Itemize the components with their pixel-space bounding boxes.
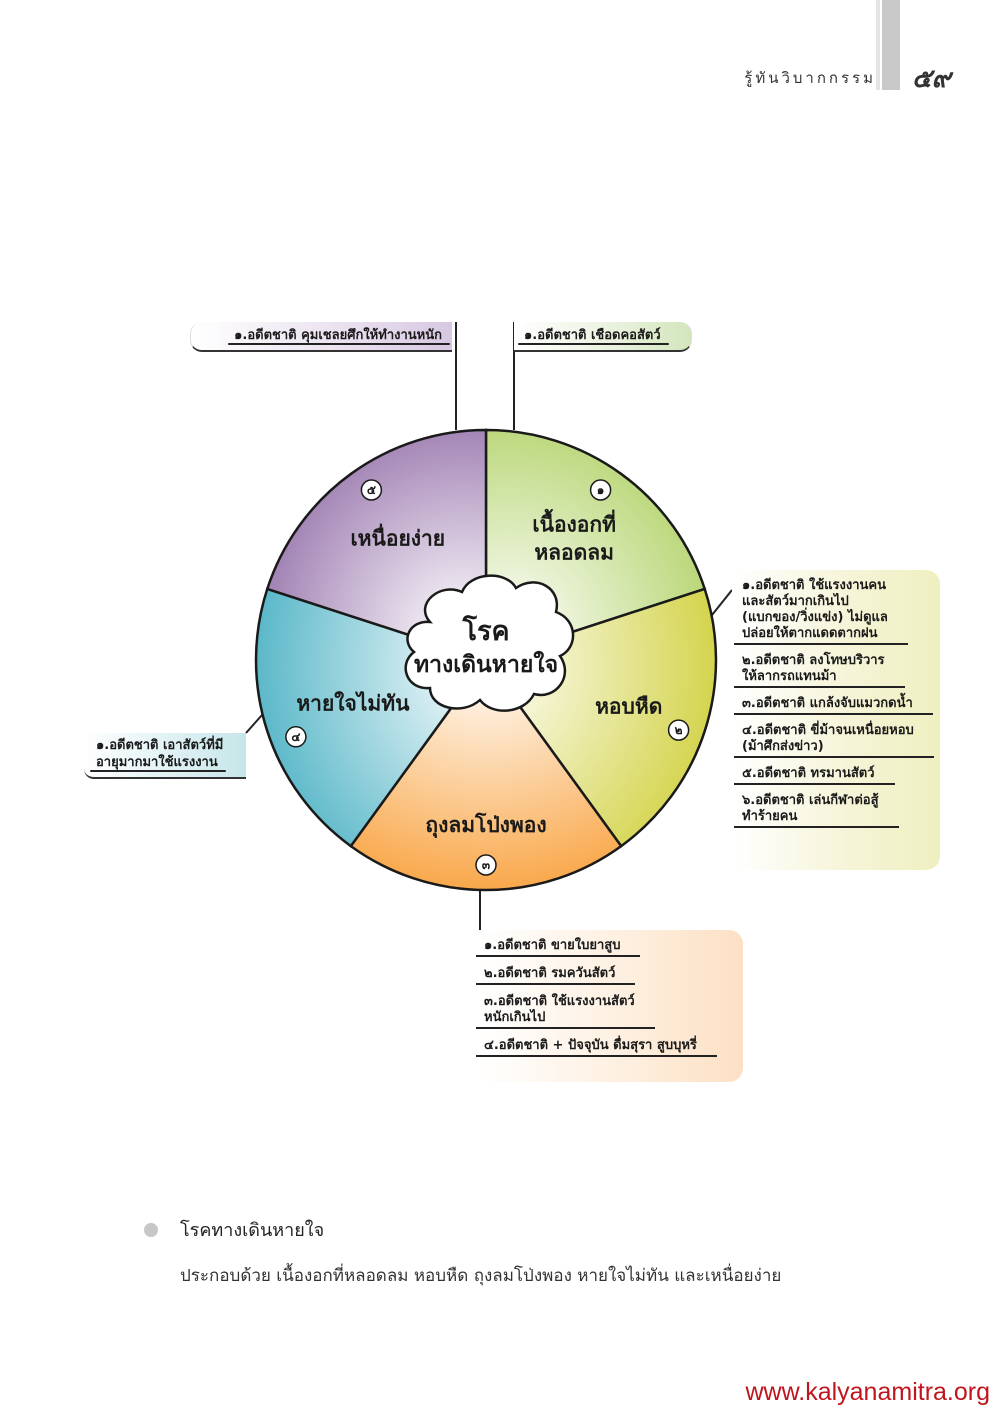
- center-title-line1: โรค: [461, 614, 509, 647]
- segment-number-badge-2: [667, 719, 690, 741]
- center-cloud: โรค ทางเดินหายใจ: [404, 574, 575, 712]
- segment-number-1: ๑: [597, 483, 605, 497]
- asthma-cause-item-text: ๔.อดีตชาติ ขี่ม้าจนเหนื่อยหอบ (ม้าศึกส่ง…: [734, 723, 934, 758]
- asthma-cause-item-text: ๓.อดีตชาติ แกล้งจับแมวกดน้ำ: [734, 696, 933, 715]
- header-accent-bar-light: [876, 0, 880, 90]
- callout-left: ๑.อดีตชาติ เอาสัตว์ที่มี อายุมากมาใช้แรง…: [84, 733, 246, 779]
- asthma-cause-item-text: ๖.อดีตชาติ เล่นกีฬาต่อสู้ ทำร้ายคน: [734, 793, 898, 828]
- segment-number-4: ๔: [291, 730, 300, 744]
- segment-label-4-line-1: หายใจไม่ทัน: [296, 690, 410, 715]
- section-heading: โรคทางเดินหายใจ: [180, 1220, 325, 1241]
- emphysema-cause-item: ๓.อดีตชาติ ใช้แรงงานสัตว์ หนักเกินไป: [476, 994, 735, 1029]
- segment-label-3-line-1: ถุงลมโป่งพอง: [425, 812, 546, 839]
- asthma-cause-item-text: ๒.อดีตชาติ ลงโทษบริวาร ให้ลากรถแทนม้า: [734, 653, 905, 688]
- segment-label-2-line-1: หอบหืด: [595, 694, 662, 718]
- section-bullet-icon: [144, 1223, 158, 1237]
- asthma-cause-item: ๖.อดีตชาติ เล่นกีฬาต่อสู้ ทำร้ายคน: [734, 793, 932, 828]
- asthma-cause-item: ๑.อดีตชาติ ใช้แรงงานคน และสัตว์มากเกินไป…: [734, 578, 932, 645]
- page-number: ๕๙: [912, 64, 951, 94]
- asthma-cause-item: ๔.อดีตชาติ ขี่ม้าจนเหนื่อยหอบ (ม้าศึกส่ง…: [734, 723, 934, 758]
- segment-number-badge-1: [589, 479, 612, 501]
- asthma-cause-item: ๕.อดีตชาติ ทรมานสัตว์: [734, 766, 932, 785]
- emphysema-cause-item-text: ๔.อดีตชาติ + ปัจจุบัน ดื่มสุรา สูบบุหรี่: [476, 1038, 717, 1057]
- emphysema-cause-item-text: ๒.อดีตชาติ รมควันสัตว์: [475, 966, 636, 985]
- running-header-title: รู้ทันวิบากกรรม: [744, 69, 876, 87]
- emphysema-cause-item: ๒.อดีตชาติ รมควันสัตว์: [475, 966, 735, 985]
- emphysema-cause-item-text: ๑.อดีตชาติ ขายใบยาสูบ: [475, 938, 642, 957]
- callout-top-left: ๑.อดีตชาติ คุมเชลยศึกให้ทำงานหนัก: [190, 322, 452, 352]
- callout-bottom: ๑.อดีตชาติ ขายใบยาสูบ๒.อดีตชาติ รมควันสั…: [475, 930, 743, 1082]
- segment-number-3: ๓: [482, 858, 490, 872]
- emphysema-cause-item: ๑.อดีตชาติ ขายใบยาสูบ: [475, 938, 735, 957]
- center-title-line2: ทางเดินหายใจ: [414, 650, 558, 678]
- asthma-cause-item-text: ๑.อดีตชาติ ใช้แรงงานคน และสัตว์มากเกินไป…: [734, 578, 908, 645]
- segment-number-5: ๕: [367, 483, 376, 497]
- connector-left: [245, 714, 263, 734]
- segment-number-2: ๒: [675, 723, 683, 737]
- segment-label-1-line-1: เนื้องอกที่: [532, 509, 616, 537]
- emphysema-cause-item: ๔.อดีตชาติ + ปัจจุบัน ดื่มสุรา สูบบุหรี่: [476, 1038, 735, 1057]
- segment-number-badge-4: [285, 726, 307, 748]
- callout-left-text: ๑.อดีตชาติ เอาสัตว์ที่มี อายุมากมาใช้แรง…: [96, 738, 224, 770]
- callout-top-right: ๑.อดีตชาติ เชือดคอสัตว์: [514, 322, 692, 352]
- asthma-cause-item: ๓.อดีตชาติ แกล้งจับแมวกดน้ำ: [734, 696, 933, 715]
- segment-number-badge-5: [360, 479, 383, 501]
- pie-segment-3: [349, 657, 623, 892]
- callout-top-left-text: ๑.อดีตชาติ คุมเชลยศึกให้ทำงานหนัก: [234, 328, 442, 343]
- section-body: ประกอบด้วย เนื้องอกที่หลอดลม หอบหืด ถุงล…: [180, 1266, 782, 1286]
- footer-url: www.kalyanamitra.org: [745, 1378, 990, 1406]
- header-accent-bar: [882, 0, 900, 90]
- callout-top-right-text: ๑.อดีตชาติ เชือดคอสัตว์: [524, 328, 661, 343]
- emphysema-cause-item-text: ๓.อดีตชาติ ใช้แรงงานสัตว์ หนักเกินไป: [476, 994, 655, 1029]
- disease-pie-diagram: ๑๒๓ ๔ ๕ เนื้องอกที่หลอดลมหอบหืดถุงลมโป่งพอ…: [245, 322, 733, 1080]
- segment-label-1-line-2: หลอดลม: [534, 541, 614, 565]
- asthma-cause-item-text: ๕.อดีตชาติ ทรมานสัตว์: [734, 766, 895, 785]
- segment-number-badge-3: [475, 854, 497, 876]
- callout-right: ๑.อดีตชาติ ใช้แรงงานคน และสัตว์มากเกินไป…: [732, 570, 940, 870]
- asthma-cause-item: ๒.อดีตชาติ ลงโทษบริวาร ให้ลากรถแทนม้า: [734, 653, 932, 688]
- segment-label-5-line-1: เหนื่อยง่าย: [350, 523, 445, 551]
